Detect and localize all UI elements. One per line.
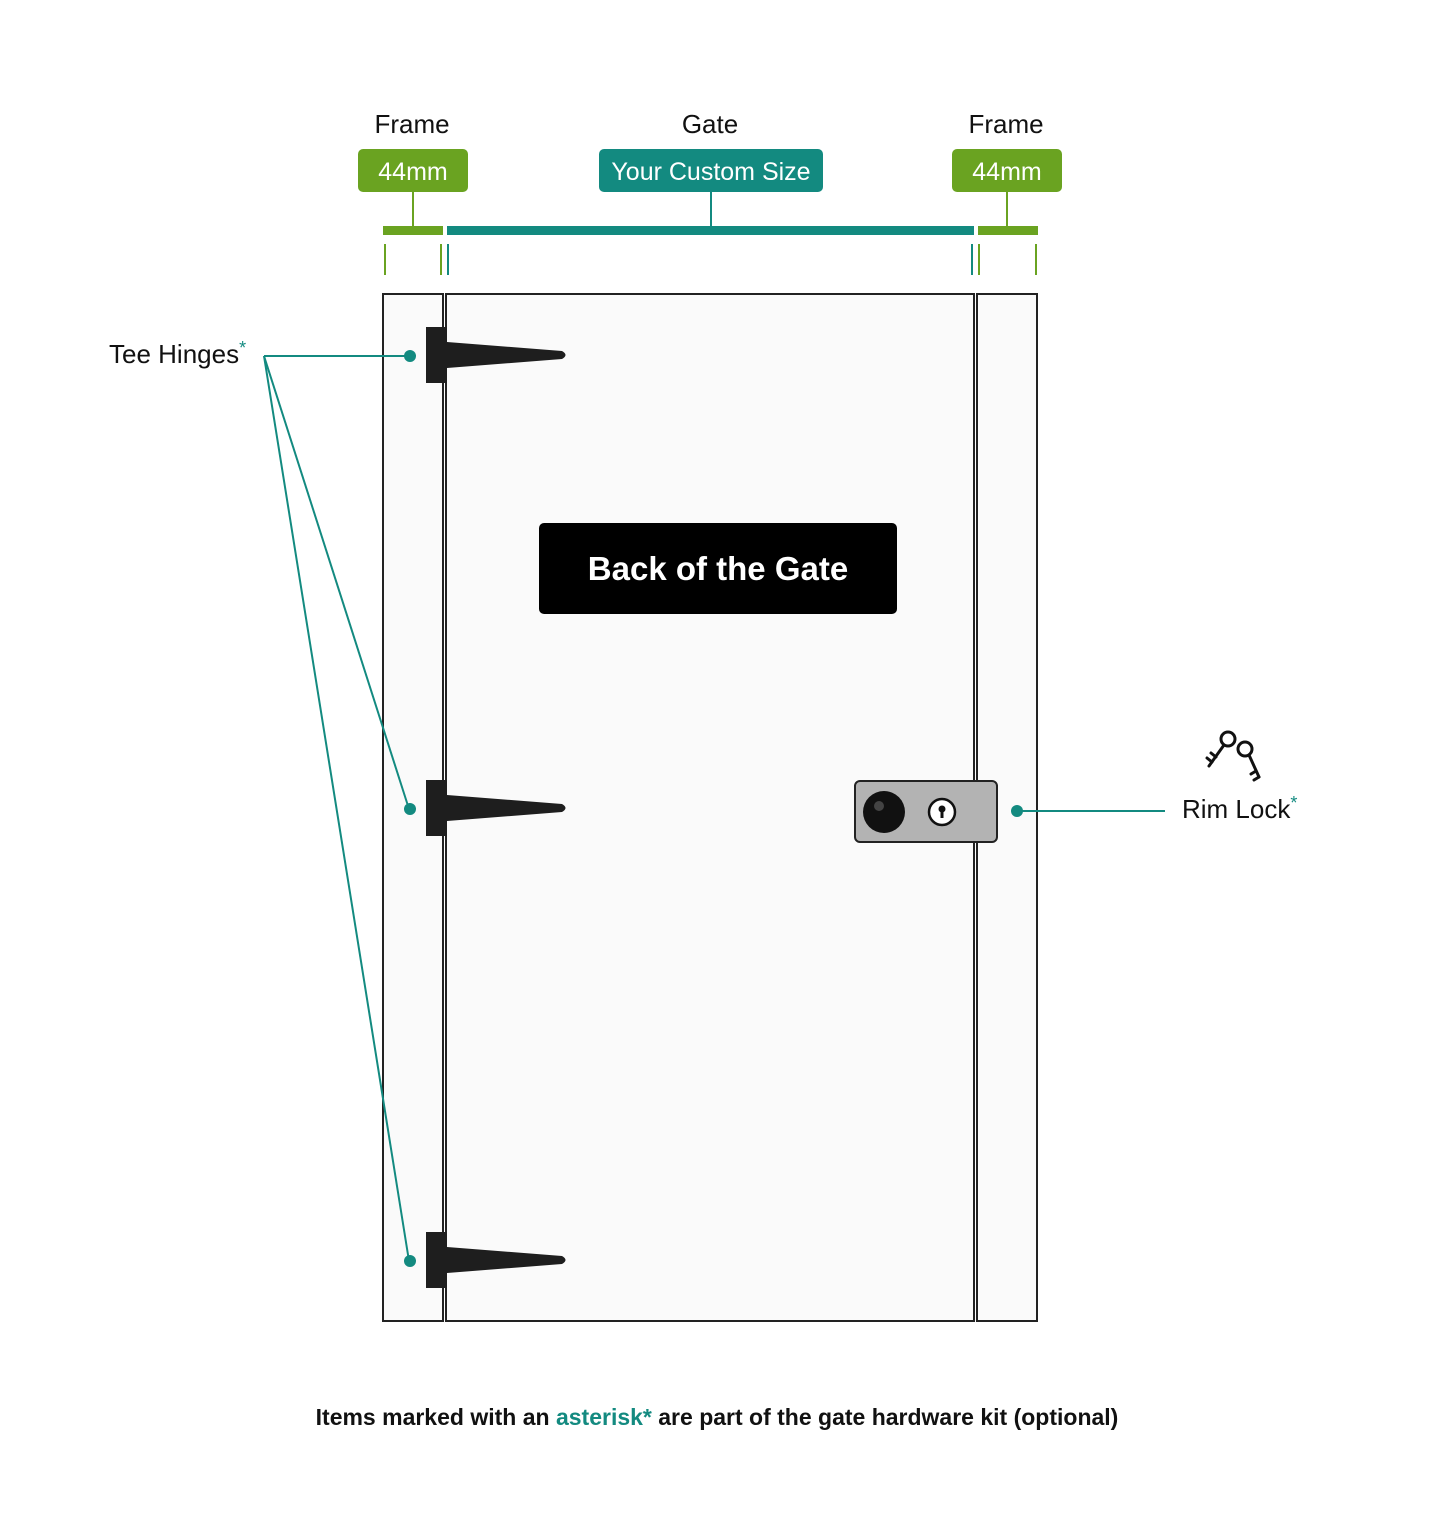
keys-icon <box>1205 730 1261 782</box>
dimension-chip-right-frame <box>952 149 1062 192</box>
dimension-title-left-frame: Frame <box>374 109 449 139</box>
tee-hinge-icon <box>426 1232 566 1288</box>
tee-hinges-callout: Tee Hinges* <box>109 338 416 1267</box>
tee-hinges-asterisk: * <box>239 338 246 358</box>
dimension-chip-gate <box>599 149 823 192</box>
lock-knob-icon <box>863 791 905 833</box>
dimension-value-left-frame: 44mm <box>378 158 447 186</box>
tee-hinge-icon <box>426 780 566 836</box>
tee-hinge-arm <box>447 795 566 821</box>
tee-hinge-strap-plate <box>426 327 447 383</box>
tee-hinge-arm <box>447 342 566 368</box>
footnote-text-before: Items marked with an <box>315 1404 556 1430</box>
banner-background <box>539 523 897 614</box>
tee-hinges-marker-bottom <box>404 1255 416 1267</box>
key-bit-left-a <box>1205 756 1214 764</box>
rim-lock-asterisk: * <box>1290 793 1297 813</box>
keyhole-slot <box>940 809 944 818</box>
dimension-title-gate: Gate <box>682 109 738 139</box>
dimension-value-right-frame: 44mm <box>972 158 1041 186</box>
dimension-bar-right-frame <box>978 226 1038 235</box>
tee-hinges-label-text: Tee Hinges <box>109 339 239 369</box>
tee-hinges-marker-top <box>404 350 416 362</box>
key-bit-right-a <box>1249 769 1258 776</box>
dimension-bar-left-frame <box>383 226 443 235</box>
lock-knob-highlight <box>874 801 884 811</box>
footnote-asterisk-word: asterisk* <box>555 1404 652 1430</box>
key-bit-right-b <box>1252 775 1261 782</box>
dimension-chip-left-frame <box>358 149 468 192</box>
rim-lock <box>854 780 998 843</box>
dimension-bar-gate <box>447 226 974 235</box>
tee-hinge-icon <box>426 327 566 383</box>
tee-hinges-marker-middle <box>404 803 416 815</box>
dimension-value-gate: Your Custom Size <box>611 158 810 186</box>
key-shaft-right <box>1247 753 1261 779</box>
footnote-text-after: are part of the gate hardware kit (optio… <box>651 1404 1119 1430</box>
back-of-gate-banner: Back of the Gate <box>539 523 897 614</box>
dimension-left-frame: Frame 44mm <box>358 109 468 275</box>
dimension-title-right-frame: Frame <box>968 109 1043 139</box>
key-bit-left-b <box>1209 751 1218 759</box>
hardware-kit-footnote: Items marked with an asterisk* are part … <box>0 1404 1434 1431</box>
rim-lock-label-text: Rim Lock <box>1182 794 1291 824</box>
key-ring-right <box>1236 740 1254 758</box>
dimension-right-frame: Frame 44mm <box>952 109 1062 275</box>
key-ring-left <box>1219 730 1237 748</box>
tee-hinges-label: Tee Hinges* <box>109 338 246 369</box>
tee-hinges-leader-bottom <box>263 355 410 1262</box>
tee-hinge-arm <box>447 1247 566 1273</box>
tee-hinges-leader-middle <box>263 355 410 810</box>
tee-hinge-strap-plate <box>426 780 447 836</box>
rim-lock-callout: Rim Lock* <box>1011 730 1297 824</box>
rim-lock-label: Rim Lock* <box>1182 793 1297 824</box>
tee-hinge-strap-plate <box>426 1232 447 1288</box>
dimension-gate: Gate Your Custom Size <box>447 109 974 275</box>
banner-label: Back of the Gate <box>588 550 848 587</box>
